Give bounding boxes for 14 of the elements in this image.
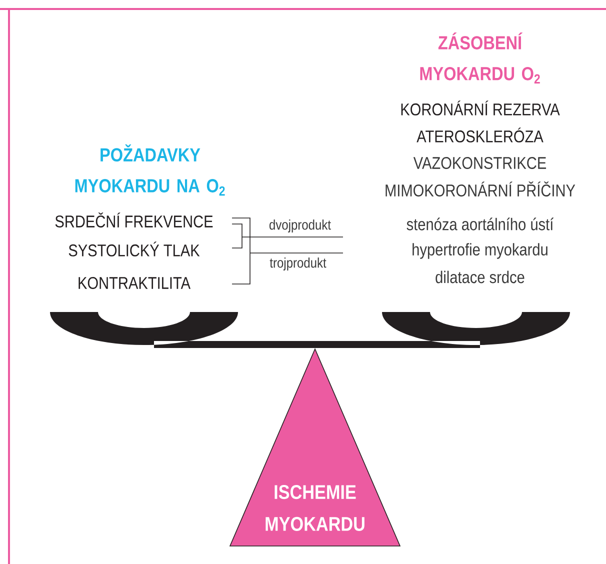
factor-text: KORONÁRNÍ REZERVA	[401, 100, 560, 116]
factor-text: dilatace srdce	[436, 270, 524, 284]
factor-text: hypertrofie myokardu	[412, 243, 548, 259]
factor-text: MIMOKORONÁRNÍ PŘÍČINY	[386, 182, 576, 196]
factor-text: ATEROSKLERÓZA	[416, 128, 544, 142]
heading: POŽADAVKY MYOKARDU NA O$_{2}$	[75, 144, 225, 196]
factor-text: SRDEČNÍ FREKVENCE	[55, 212, 213, 228]
heading: ZÁSOBENÍ MYOKARDU O$_{2}$	[420, 32, 540, 84]
bracket-label: dvojprodukt	[270, 220, 331, 232]
factor-text: SYSTOLICKÝ TLAK	[68, 242, 200, 256]
factor-text: stenóza aortálního ústí	[406, 218, 554, 230]
factor-text: VAZOKONSTRIKCE	[413, 157, 546, 169]
factor-text: KONTRAKTILITA	[78, 277, 190, 289]
bracket-label: trojprodukt	[270, 258, 326, 270]
